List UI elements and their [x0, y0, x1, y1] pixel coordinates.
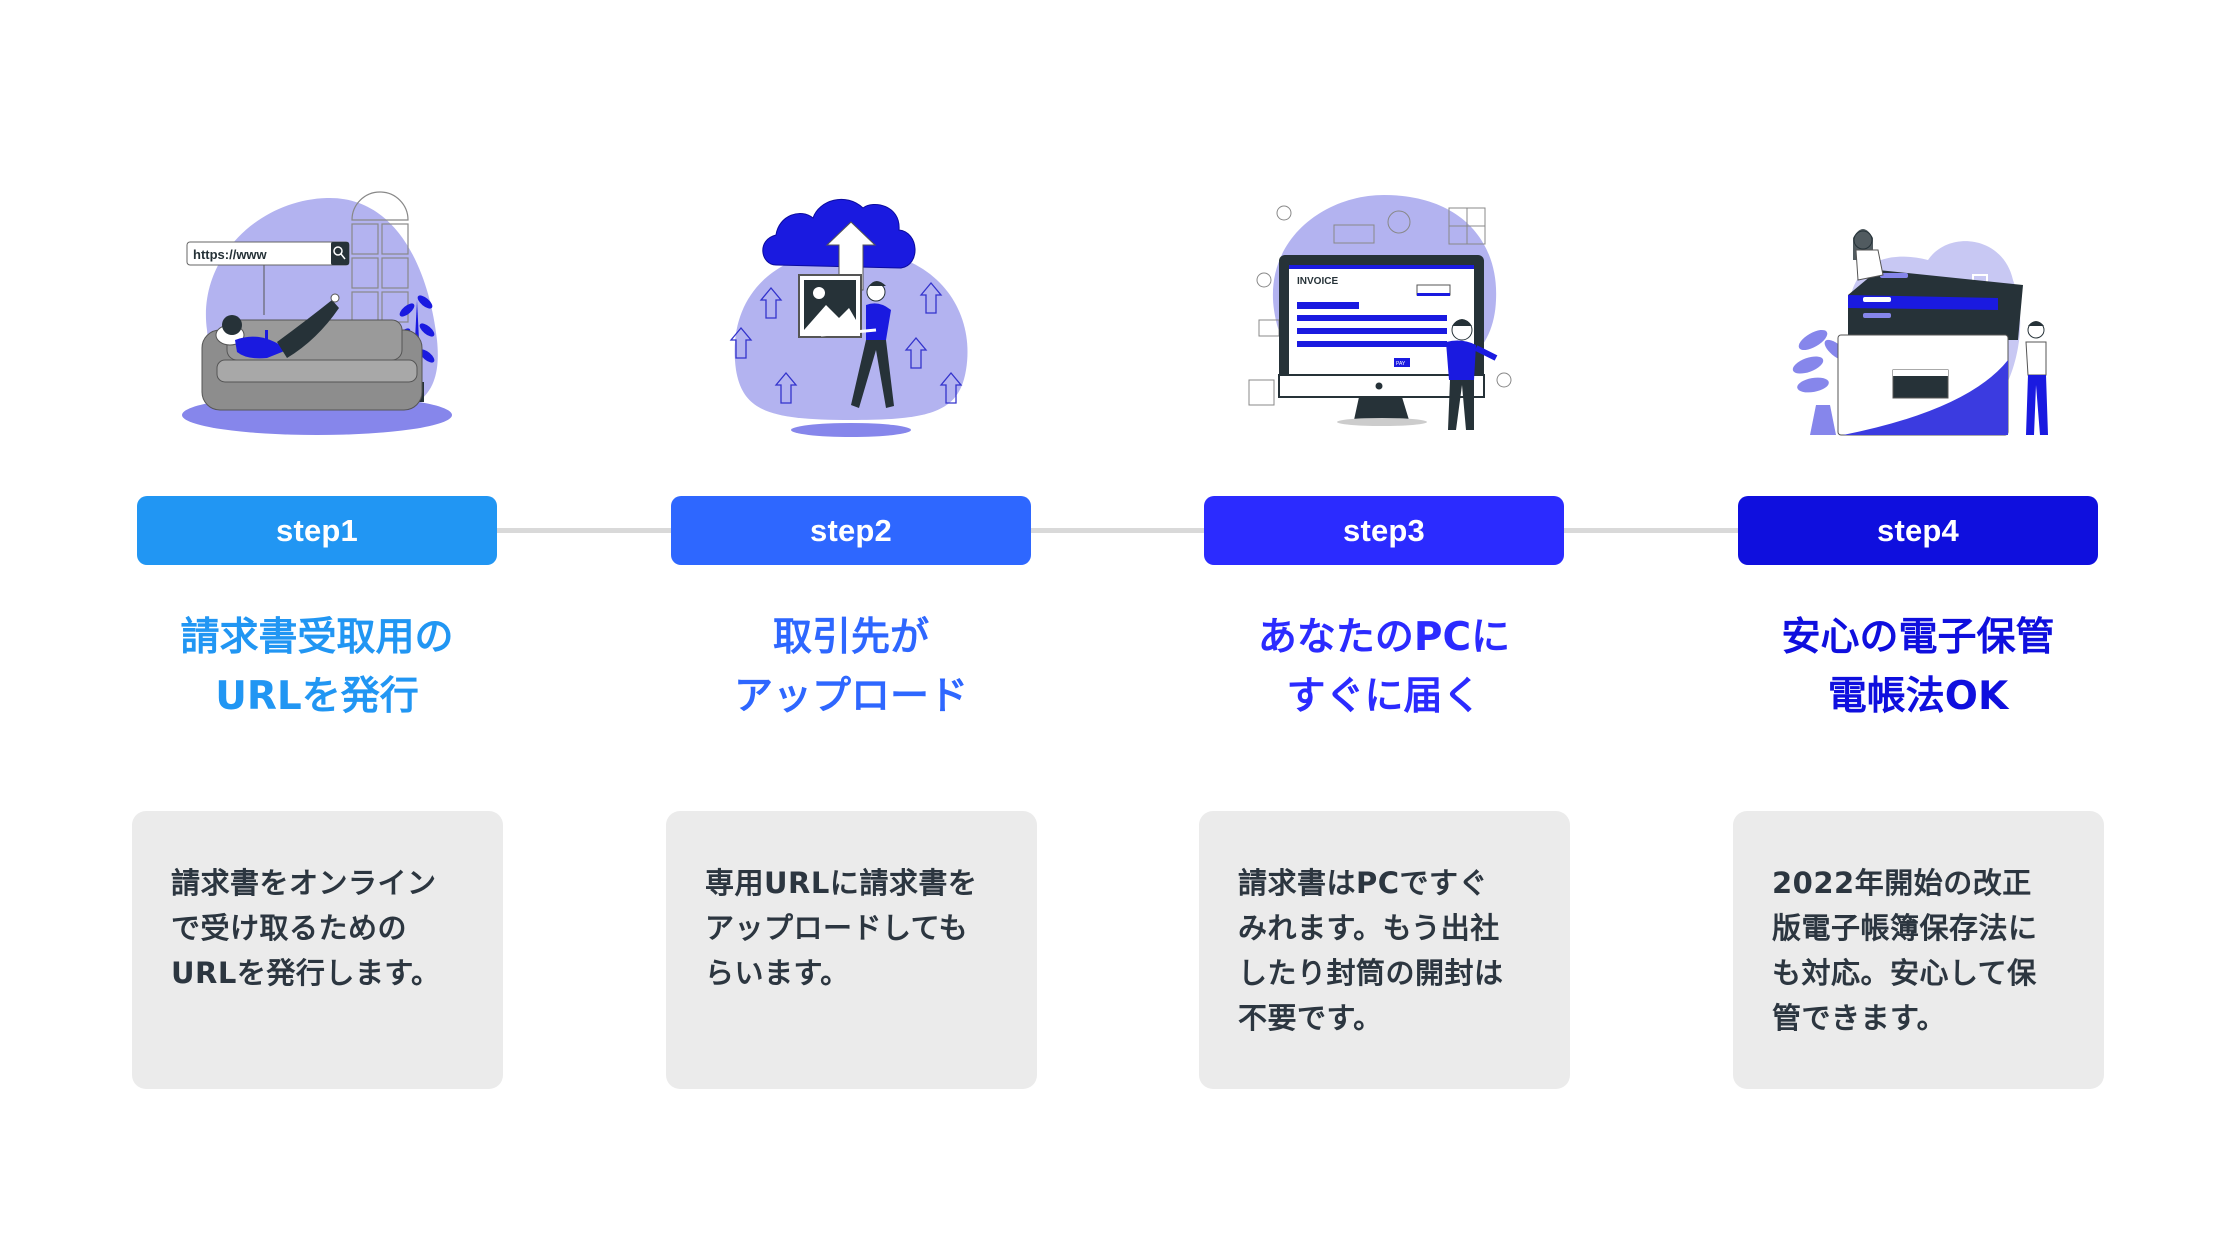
step-1-description: 請求書をオンライン で受け取るための URLを発行します。: [132, 811, 503, 1089]
description-line: 版電子帳簿保存法に: [1772, 911, 2038, 945]
step-4-button[interactable]: step4: [1738, 496, 2098, 565]
description-line: アップロードしても: [705, 911, 969, 945]
step-2: step2 取引先が アップロード 専用URLに請求書を アップロードしても ら…: [661, 0, 1041, 1260]
woman-on-sofa-browser-icon: https://www: [167, 180, 467, 450]
step-4-title: 安心の電子保管 電帳法OK: [1708, 608, 2128, 726]
title-line: 電帳法OK: [1827, 674, 2009, 719]
title-line: URLを発行: [215, 674, 419, 719]
description-line: も対応。安心して保: [1772, 956, 2037, 990]
cloud-upload-icon: [701, 180, 1001, 450]
description-line: したり封筒の開封は: [1238, 956, 1504, 990]
file-cabinet-storage-icon: [1768, 180, 2068, 450]
step-3: INVOICE PAY step3 あなたのPCに すぐに届く 請求書はPCです…: [1194, 0, 1574, 1260]
invoice-heading: INVOICE: [1297, 276, 1338, 287]
description-line: 不要です。: [1238, 1001, 1383, 1035]
step-4: step4 安心の電子保管 電帳法OK 2022年開始の改正 版電子帳簿保存法に…: [1728, 0, 2108, 1260]
title-line: 安心の電子保管: [1781, 615, 2055, 660]
description-line: 管できます。: [1772, 1001, 1947, 1035]
pay-label: PAY: [1396, 361, 1406, 367]
description-line: URLを発行します。: [171, 956, 441, 990]
title-line: アップロード: [733, 674, 968, 719]
step-1-title: 請求書受取用の URLを発行: [107, 608, 527, 726]
description-line: 2022年開始の改正: [1772, 866, 2032, 900]
title-line: あなたのPCに: [1257, 615, 1511, 660]
title-line: 取引先が: [772, 615, 929, 660]
step-4-description: 2022年開始の改正 版電子帳簿保存法に も対応。安心して保 管できます。: [1733, 811, 2104, 1089]
timeline-connector: [497, 528, 1738, 533]
step-3-title: あなたのPCに すぐに届く: [1174, 608, 1594, 726]
description-line: らいます。: [705, 956, 850, 990]
step-2-description: 専用URLに請求書を アップロードしても らいます。: [666, 811, 1037, 1089]
description-line: 請求書はPCですぐ: [1238, 866, 1489, 900]
invoice-monitor-icon: INVOICE PAY: [1234, 180, 1534, 450]
description-line: 専用URLに請求書を: [705, 866, 978, 900]
step-2-title: 取引先が アップロード: [641, 608, 1061, 726]
step-3-description: 請求書はPCですぐ みれます。もう出社 したり封筒の開封は 不要です。: [1199, 811, 1570, 1089]
step-3-button[interactable]: step3: [1204, 496, 1564, 565]
description-line: みれます。もう出社: [1238, 911, 1500, 945]
step-2-button[interactable]: step2: [671, 496, 1031, 565]
url-text: https://www: [193, 247, 268, 262]
description-line: で受け取るための: [171, 911, 408, 945]
step-1: https://www ste: [127, 0, 507, 1260]
description-line: 請求書をオンライン: [171, 866, 437, 900]
step-1-button[interactable]: step1: [137, 496, 497, 565]
title-line: 請求書受取用の: [180, 615, 454, 660]
title-line: すぐに届く: [1286, 674, 1482, 719]
